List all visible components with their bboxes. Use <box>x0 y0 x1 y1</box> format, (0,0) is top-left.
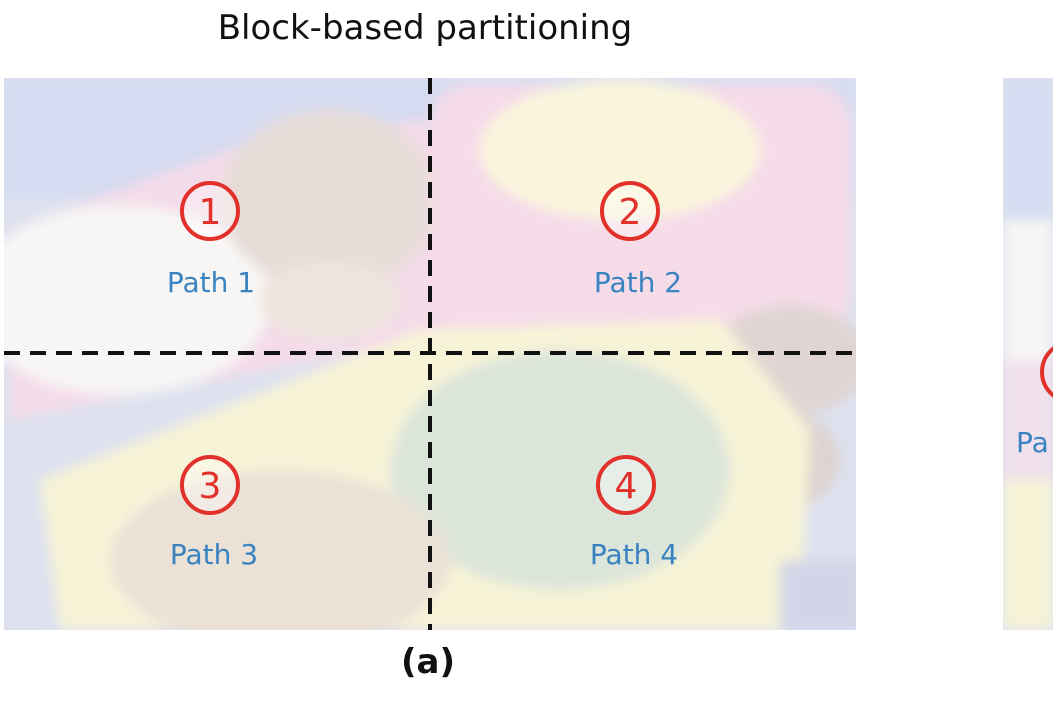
svg-text:4: 4 <box>615 466 638 507</box>
region-marker-1: 1 Path 1 <box>167 181 255 299</box>
circled-number-icon <box>596 455 656 515</box>
svg-text:3: 3 <box>199 466 222 507</box>
svg-text:1: 1 <box>199 192 222 233</box>
diagram-title: Block-based partitioning <box>217 8 633 48</box>
path-label: Path 2 <box>594 266 682 299</box>
right-panel-partial-label: Pa <box>1016 426 1049 459</box>
path-label: Path 3 <box>170 538 258 571</box>
figure-caption: (a) <box>400 642 456 682</box>
region-marker-3: 3 Path 3 <box>170 455 258 571</box>
path-label: Path 1 <box>167 266 255 299</box>
svg-text:2: 2 <box>619 192 642 233</box>
food-photo-background <box>4 78 856 630</box>
right-panel-partial <box>1003 78 1053 630</box>
circled-number-icon <box>180 455 240 515</box>
circled-number-icon <box>600 181 660 241</box>
region-marker-4: 4 Path 4 <box>590 455 678 571</box>
path-label: Path 4 <box>590 538 678 571</box>
circled-number-icon <box>180 181 240 241</box>
partial-circle-icon <box>1040 346 1053 398</box>
region-marker-2: 2 Path 2 <box>594 181 682 299</box>
